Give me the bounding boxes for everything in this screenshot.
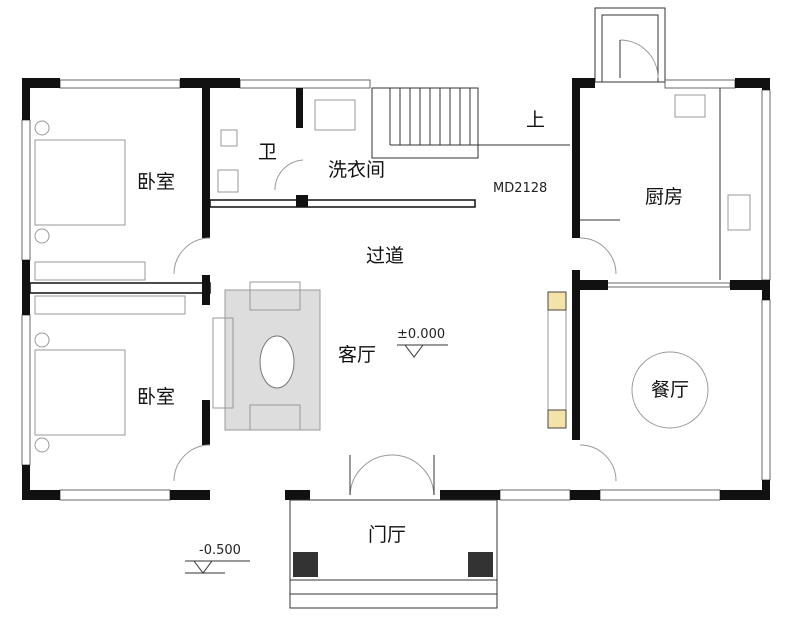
walls [22,78,770,500]
living-room-label: 客厅 [338,344,376,366]
stair-up-label: 上 [526,109,545,131]
foyer-label: 门厅 [368,524,406,546]
door-code-label: MD2128 [493,181,547,196]
bedroom-bottom-label: 卧室 [137,386,175,408]
foyer-porch [289,499,498,609]
doors [173,159,617,496]
level-marker [397,344,448,358]
foyer-level-label: -0.500 [199,543,241,558]
furniture [34,94,751,453]
bedroom-top-label: 卧室 [137,171,175,193]
staircase: 上 [371,87,570,159]
kitchen-label: 厨房 [645,186,683,208]
bathroom-label: 卫 [258,141,277,163]
foyer-level-marker [185,560,250,574]
dining-room-label: 餐厅 [651,379,689,401]
corridor-label: 过道 [366,245,404,267]
kitchen-annex [594,7,666,83]
laundry-label: 洗衣间 [328,159,385,181]
floor-level-label: ±0.000 [397,327,445,342]
